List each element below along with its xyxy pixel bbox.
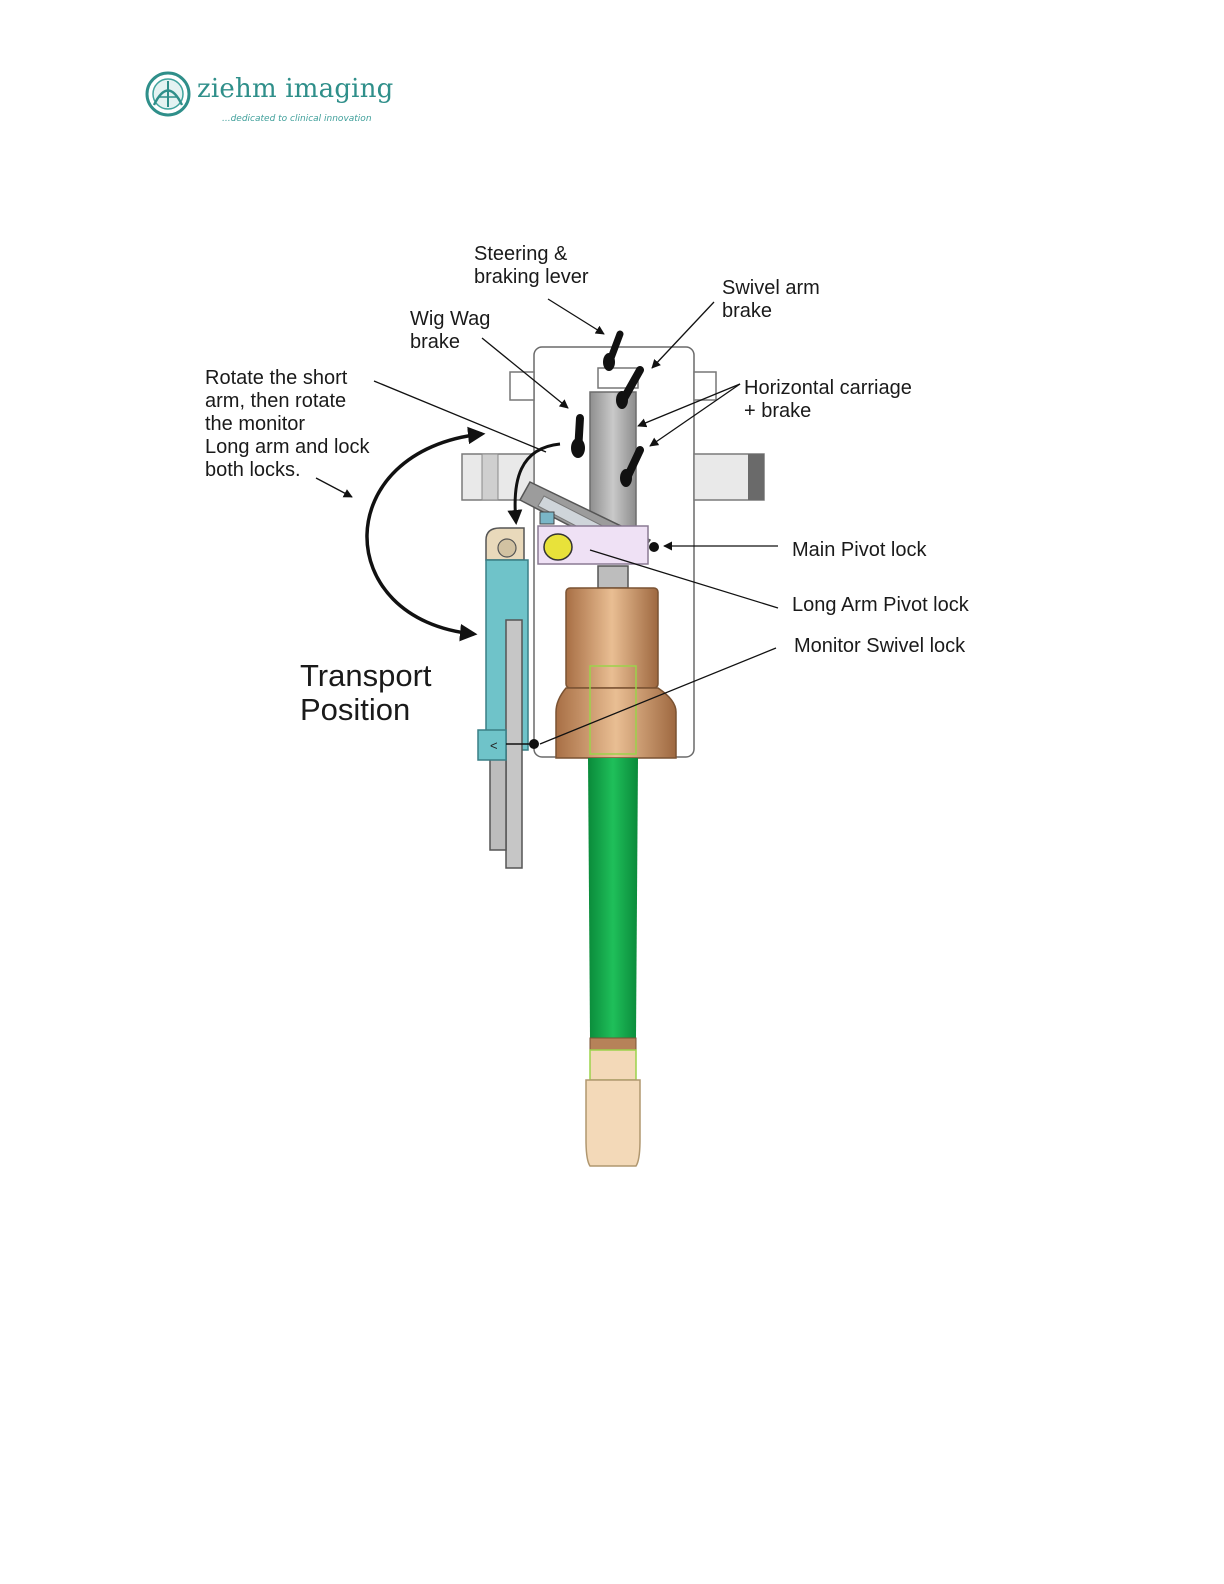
label-rotate-instructions: Rotate the short arm, then rotate the mo… (205, 367, 375, 481)
c-arm (586, 758, 640, 1166)
long-arm-pivot-knob-icon (544, 534, 572, 560)
generator-housing (556, 588, 676, 758)
pivot-joint (598, 566, 628, 588)
leader-steering (548, 299, 604, 334)
long-arm: < (478, 528, 539, 868)
label-main-pivot-lock: Main Pivot lock (792, 539, 927, 561)
label-swivel-arm-brake: Swivel arm brake (722, 277, 825, 322)
svg-text:<: < (490, 738, 498, 753)
leader-rotate-arrow (316, 478, 352, 497)
label-steering: Steering & braking lever (474, 243, 589, 288)
vertical-column (590, 392, 636, 528)
carriage-cap-left (482, 454, 498, 500)
label-monitor-swivel-lock: Monitor Swivel lock (794, 635, 966, 657)
main-pivot-lock-knob-icon (649, 542, 659, 552)
carriage-cap-right (748, 454, 764, 500)
wheel-housing-left-top (510, 372, 534, 400)
label-wig-wag-brake: Wig Wag brake (410, 308, 496, 353)
label-horizontal-carriage: Horizontal carriage + brake (744, 377, 917, 422)
label-long-arm-pivot-lock: Long Arm Pivot lock (792, 594, 970, 616)
label-transport-position: Transport Position (300, 658, 440, 727)
